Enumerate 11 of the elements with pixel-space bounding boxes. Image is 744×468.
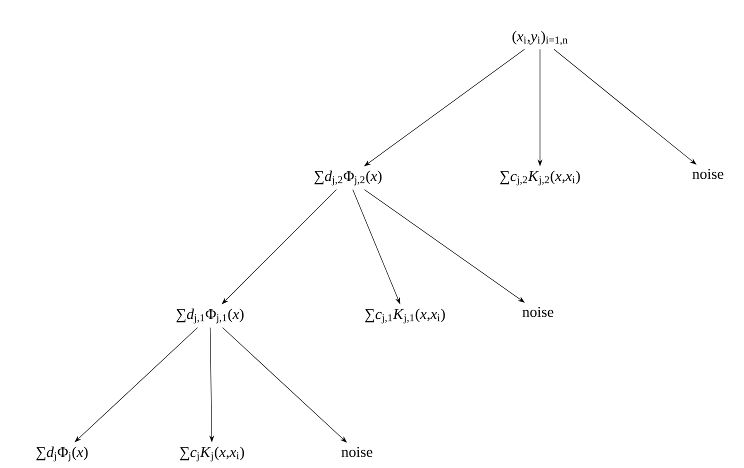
formula-label: noise: [522, 306, 554, 318]
formula-label: ∑c$_{j,2}$K$_{j,2}$(x,x$_{i}$): [500, 170, 580, 186]
formula-label: (x$_{i}$,y$_{i}$)$_{i=1,n}$: [512, 30, 568, 46]
formula-label: ∑c$_{j}$K$_{j}$(x,x$_{i}$): [180, 446, 244, 462]
arrow: [222, 189, 337, 304]
formula-label: ∑d$_{j,2}$Φ$_{j,2}$(x): [314, 170, 382, 186]
formula-label: ∑d$_{j,1}$Φ$_{j,1}$(x): [176, 308, 244, 324]
formula-label: ∑d$_{j}$Φ$_{j}$(x): [36, 446, 88, 462]
formula-label: noise: [342, 446, 372, 458]
formula-label: ∑c$_{j,1}$K$_{j,1}$(x,x$_{i}$): [365, 308, 445, 324]
formula-label: noise: [692, 168, 724, 180]
